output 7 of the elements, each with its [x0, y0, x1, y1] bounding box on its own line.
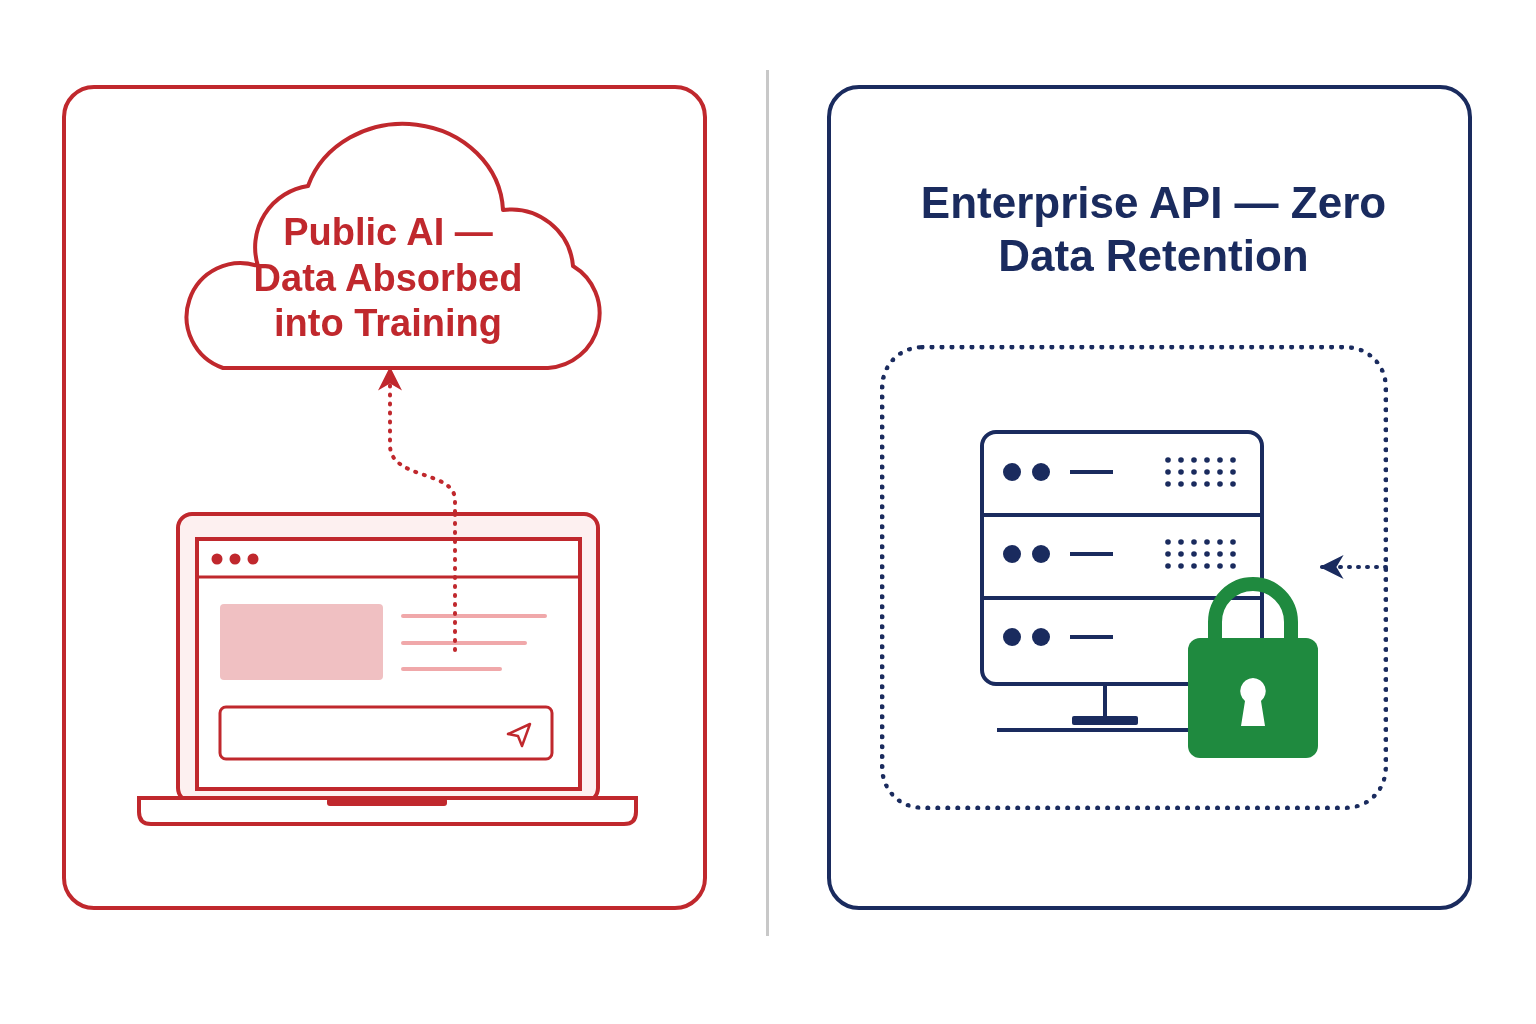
cloud-label: Public AI — Data Absorbed into Training	[252, 210, 524, 347]
arrow	[1319, 555, 1388, 579]
dotted-boundary	[880, 345, 1388, 810]
laptop-drawing	[135, 512, 640, 827]
panel-title: Enterprise API — Zero Data Retention	[919, 177, 1388, 282]
panel-frame	[62, 85, 707, 910]
panel-frame	[827, 85, 1472, 910]
